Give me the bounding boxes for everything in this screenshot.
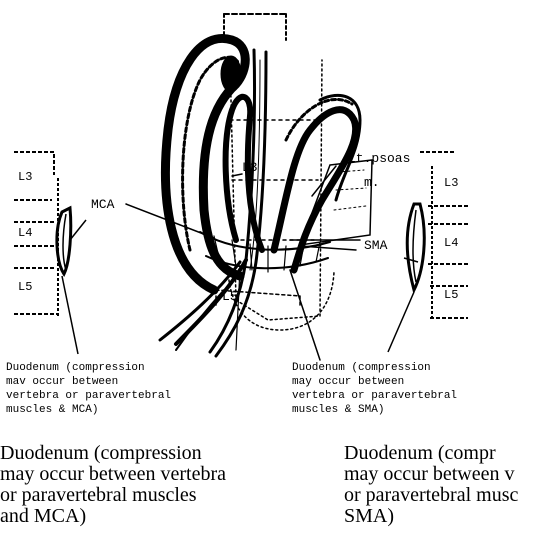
mono-caption-right-line-2: may occur between: [292, 376, 404, 388]
caption-left-line-1: Duodenum (compression: [0, 443, 280, 464]
caption-right-line-1: Duodenum (compr: [344, 443, 556, 464]
left-level-l4: L4: [18, 226, 32, 240]
label-psoas-m: m.: [364, 175, 380, 190]
mono-caption-right-line-4: muscles & SMA): [292, 404, 384, 416]
label-l5-center: L5: [222, 289, 238, 304]
caption-right-line-4: SMA): [344, 506, 556, 527]
label-mca: MCA: [91, 197, 115, 212]
right-level-l5: L5: [444, 288, 458, 302]
left-level-l5: L5: [18, 280, 32, 294]
caption-left: Duodenum (compression may occur between …: [0, 443, 280, 527]
mono-caption-right-line-3: vertebra or paravertebral: [292, 390, 457, 402]
caption-right: Duodenum (compr may occur between v or p…: [344, 443, 556, 527]
caption-left-line-2: may occur between vertebra: [0, 464, 280, 485]
right-level-l4: L4: [444, 236, 458, 250]
left-level-l3: L3: [18, 170, 32, 184]
caption-left-line-3: or paravertebral muscles: [0, 485, 280, 506]
right-level-l3: L3: [444, 176, 458, 190]
abdominal-illustration: [126, 14, 372, 360]
mono-caption-right-line-1: Duodenum (compression: [292, 362, 431, 374]
caption-right-line-3: or paravertebral musc: [344, 485, 556, 506]
caption-left-line-4: and MCA): [0, 506, 280, 527]
label-sma: SMA: [364, 238, 388, 253]
mono-caption-left-line-3: vertebra or paravertebral: [6, 390, 171, 402]
mono-caption-left-line-2: mav occur between: [6, 376, 118, 388]
caption-right-line-2: may occur between v: [344, 464, 556, 485]
label-left-psoas: Lt.psoas: [348, 151, 410, 166]
mono-caption-left-line-4: muscles & MCA): [6, 404, 98, 416]
label-l3-center: L3: [242, 160, 258, 175]
mono-caption-left-line-1: Duodenum (compression: [6, 362, 145, 374]
